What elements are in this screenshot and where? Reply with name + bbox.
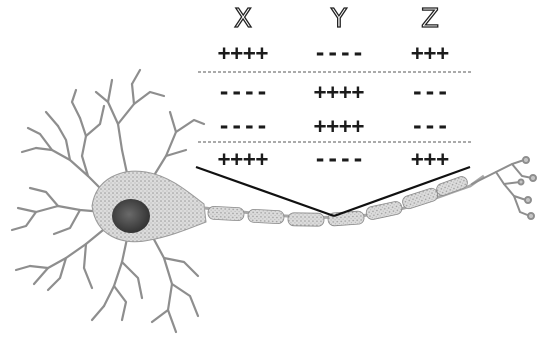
charge-row-3-y: ++++ [314, 114, 365, 138]
myelin-segment [328, 211, 365, 226]
myelin-segment [248, 209, 285, 224]
axon-terminals [472, 157, 536, 219]
axon [204, 175, 484, 226]
column-labels: X Y Z [234, 4, 439, 34]
myelin-segment [208, 206, 245, 221]
charge-row-2-x: ---- [218, 80, 269, 104]
column-label-z: Z [421, 4, 439, 34]
charge-row-1-z: +++ [411, 41, 449, 65]
column-label-x: X [234, 4, 252, 34]
charge-row-1-y: ---- [314, 41, 365, 65]
charge-row-2-y: ++++ [314, 80, 365, 104]
cell-body [92, 171, 206, 242]
nucleus [112, 199, 150, 233]
charge-row-4-z: +++ [411, 147, 449, 171]
charge-row-3-x: ---- [218, 114, 269, 138]
charge-row-2-z: --- [411, 80, 449, 104]
charge-row-3-z: --- [411, 114, 449, 138]
charge-row-4-y: ---- [314, 147, 365, 171]
myelin-segment [288, 213, 324, 227]
charge-grid: ++++ ---- +++ ---- ++++ --- ---- ++++ --… [218, 41, 449, 171]
charge-row-4-x: ++++ [218, 147, 269, 171]
column-label-y: Y [330, 4, 347, 34]
charge-row-1-x: ++++ [218, 41, 269, 65]
